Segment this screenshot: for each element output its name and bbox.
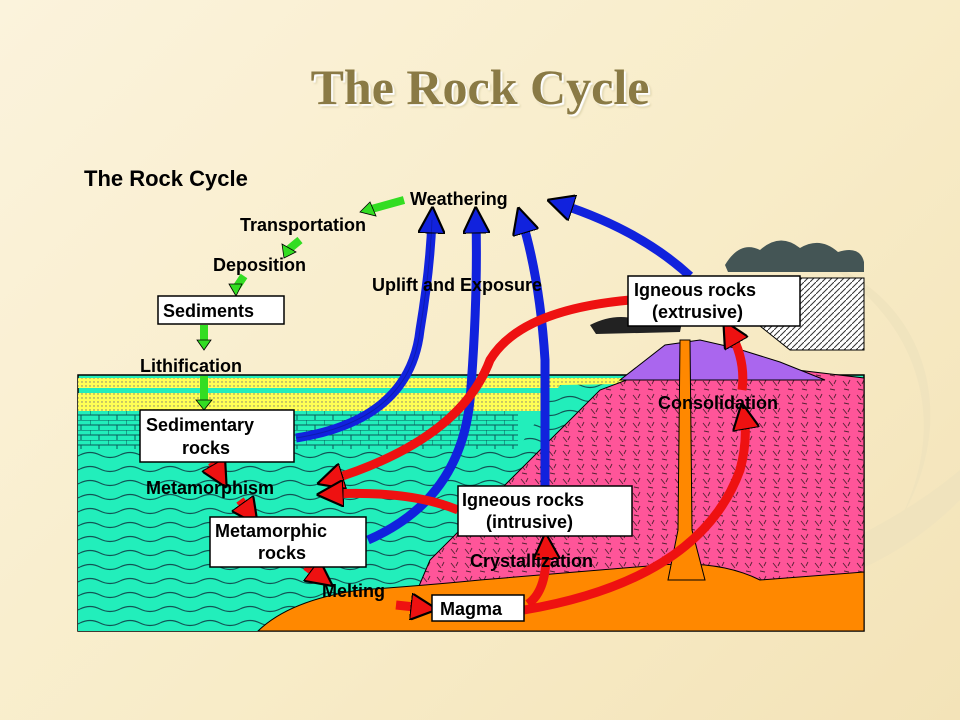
label-crystallization: Crystallization xyxy=(470,551,593,571)
arrowhead-to-deposition xyxy=(281,243,297,259)
label-deposition: Deposition xyxy=(213,255,306,275)
arrow-magma-to-consolidation xyxy=(523,416,745,615)
arrow-magma-to-crystallization xyxy=(525,546,546,608)
sediment-layer-yellow-2 xyxy=(78,393,548,411)
sediment-layer-yellow xyxy=(78,378,628,388)
arrowhead-to-sedimentary xyxy=(195,399,213,411)
uplift-arrow-4 xyxy=(560,204,694,280)
arrowhead-to-lithification xyxy=(196,339,212,351)
arrow-melting-to-magma xyxy=(395,605,424,608)
label-sedimentary-2: rocks xyxy=(182,438,230,458)
label-metamorphic-2: rocks xyxy=(258,543,306,563)
arrow-sedimentary-to-metamorphism xyxy=(212,462,220,476)
label-metamorphism: Metamorphism xyxy=(146,478,274,498)
arrowhead-to-transportation xyxy=(359,201,377,217)
label-weathering: Weathering xyxy=(410,189,508,209)
label-transportation: Transportation xyxy=(240,215,366,235)
label-igneous-intrusive-1: Igneous rocks xyxy=(462,490,584,510)
label-melting: Melting xyxy=(322,581,385,601)
arrow-metamorphic-to-melting xyxy=(306,566,322,578)
label-lithification: Lithification xyxy=(140,356,242,376)
arrowhead-to-sediments xyxy=(228,283,243,297)
arrow-weathering-to-transportation xyxy=(366,196,406,214)
label-sediments: Sediments xyxy=(163,301,254,321)
smoke-cloud-1 xyxy=(725,240,864,272)
arrow-extrusive-to-metamorphism xyxy=(330,295,631,480)
box-igneous-extrusive xyxy=(627,275,801,327)
arrow-consolidation-to-extrusive xyxy=(730,332,743,391)
process-arrows-red xyxy=(212,295,745,615)
label-metamorphic-1: Metamorphic xyxy=(215,521,327,541)
label-consolidation: Consolidation xyxy=(658,393,778,413)
label-sedimentary-1: Sedimentary xyxy=(146,415,254,435)
volcano-conduit xyxy=(667,339,706,581)
label-uplift-exposure: Uplift and Exposure xyxy=(372,275,542,295)
arrow-intrusive-to-metamorphism xyxy=(330,493,460,515)
label-magma: Magma xyxy=(440,599,503,619)
green-arrowheads xyxy=(195,201,377,411)
label-igneous-extrusive-1: Igneous rocks xyxy=(634,280,756,300)
diagram-heading: The Rock Cycle xyxy=(84,166,248,191)
uplift-arrow-outlines xyxy=(295,219,433,439)
slide-title: The Rock Cycle xyxy=(310,59,650,115)
box-sediments xyxy=(157,295,285,325)
box-sedimentary-rocks xyxy=(139,409,295,463)
box-magma xyxy=(431,594,525,622)
box-igneous-intrusive xyxy=(457,485,633,537)
uplift-arrow-1 xyxy=(295,220,432,443)
label-igneous-extrusive-2: (extrusive) xyxy=(652,302,743,322)
box-metamorphic-rocks xyxy=(209,516,367,568)
label-igneous-intrusive-2: (intrusive) xyxy=(486,512,573,532)
arrow-metamorphism-to-metamorphic xyxy=(240,500,250,514)
uplift-arrow-3 xyxy=(522,220,550,490)
